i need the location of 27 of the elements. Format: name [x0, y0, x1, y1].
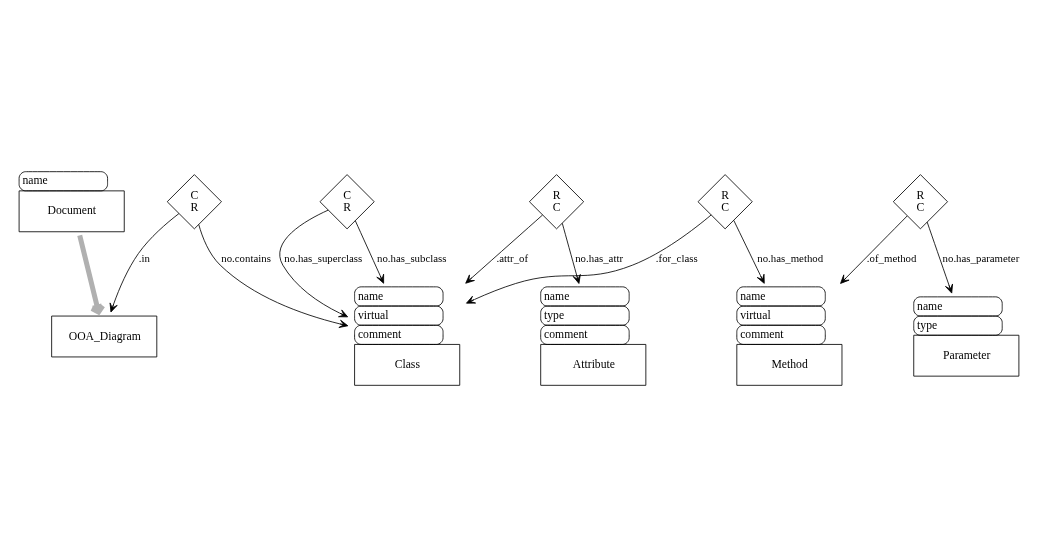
edge-label: .for_class — [655, 251, 698, 264]
edge-label: .of_method — [866, 251, 917, 264]
arrow — [198, 223, 349, 328]
node-diamond: C R — [166, 173, 222, 229]
arrow — [465, 214, 543, 284]
arrow — [354, 219, 385, 284]
edge-label: no.has_attr — [575, 251, 624, 264]
node-box: OOA_Diagram — [51, 315, 158, 357]
edge-label: no.has_parameter — [942, 251, 1020, 264]
arrow — [926, 221, 953, 293]
node-diamond: C R — [319, 173, 375, 229]
arrow — [109, 212, 180, 312]
edge-label: .in — [138, 251, 150, 264]
arrow — [466, 214, 712, 304]
node-diamond: R C — [892, 173, 948, 229]
arrow — [279, 209, 349, 317]
node-diamond: R C — [529, 173, 585, 229]
edge-label: no.has_method — [757, 251, 824, 264]
arrow — [733, 219, 765, 284]
edge-label: .attr_of — [496, 251, 529, 264]
arrow — [77, 234, 106, 314]
node-diamond: R C — [697, 173, 753, 229]
edge-label: no.contains — [221, 251, 271, 264]
arrow — [840, 215, 908, 284]
edge-label: no.has_superclass — [284, 251, 363, 264]
arrow — [561, 222, 581, 284]
edge-label: no.has_subclass — [377, 251, 447, 264]
